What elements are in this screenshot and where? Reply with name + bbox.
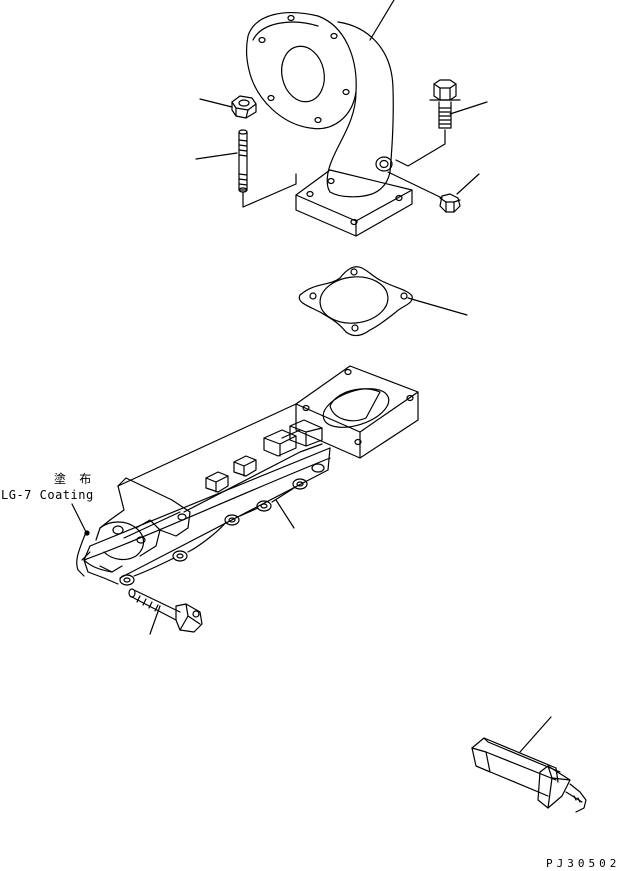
leader-plug	[457, 174, 479, 194]
leader-stud	[196, 153, 237, 159]
square-bar-bolt	[472, 738, 586, 812]
leader-elbow	[370, 0, 394, 40]
bolt-to-flange-guide	[396, 130, 445, 166]
flange-bolt	[430, 80, 460, 128]
elbow-pipe	[247, 13, 412, 236]
drawing-code: PJ30502	[546, 857, 617, 870]
exhaust-manifold	[82, 366, 418, 585]
manifold-bolt	[129, 589, 202, 632]
leader-nut	[200, 99, 232, 107]
leader-manifold	[276, 500, 294, 528]
leader-gasket	[408, 298, 467, 315]
flange-nut	[232, 96, 256, 118]
gasket	[299, 267, 412, 336]
coating-leader	[72, 504, 86, 576]
leader-bolt	[450, 102, 487, 114]
coating-label: LG-7 Coating	[1, 488, 94, 502]
stud-to-flange-guide	[243, 174, 296, 207]
leader-square-bar	[520, 717, 551, 752]
leader-manifold-bolt	[150, 606, 160, 634]
coating-label-japanese: 塗 布	[54, 472, 95, 486]
drain-plug	[388, 172, 460, 212]
stud-bolt	[239, 130, 247, 192]
